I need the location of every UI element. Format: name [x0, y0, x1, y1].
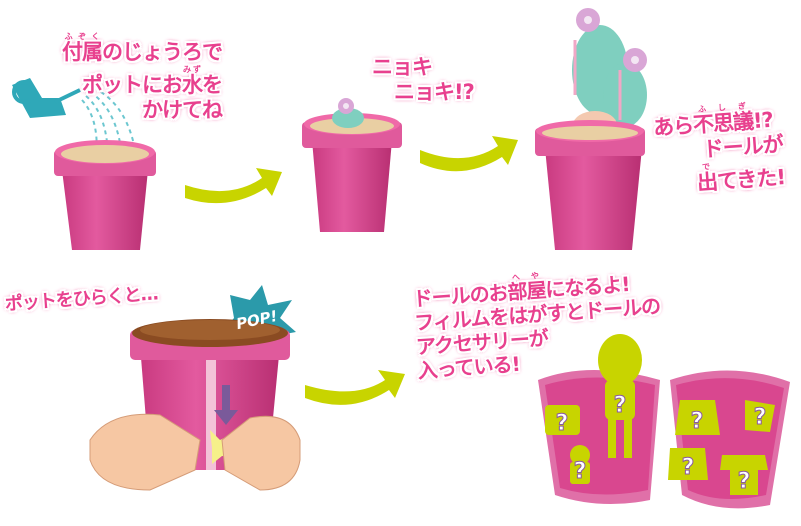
svg-text:?: ? [691, 409, 704, 434]
text: ポットにお [82, 73, 183, 97]
svg-text:?: ? [754, 405, 767, 430]
text: あら [652, 113, 694, 141]
arrow-icon [185, 168, 282, 204]
step2-caption: ニョキ ニョキ!? [372, 55, 475, 105]
arrow-icon [305, 370, 405, 405]
arrow-icon [420, 136, 518, 172]
svg-text:?: ? [738, 469, 751, 494]
ruby: みず [182, 65, 202, 74]
opening-pot [89, 319, 301, 491]
svg-text:?: ? [574, 459, 587, 484]
text: ニョキ [372, 55, 433, 79]
text: !? [752, 107, 774, 134]
text: 出 [696, 169, 718, 196]
text: のじょうろで [102, 40, 223, 64]
text: 水 [182, 73, 203, 97]
pot-with-sprout [302, 98, 402, 232]
accessory-silhouettes [545, 334, 775, 495]
step1-caption: 付属ふぞくのじょうろで ポットにお水みずを かけてね [62, 32, 223, 123]
ruby: ふぞく [62, 32, 102, 41]
svg-text:?: ? [556, 411, 569, 436]
svg-text:?: ? [614, 393, 627, 418]
text: を [202, 73, 223, 97]
question-mark-icons: ??? ???? [555, 393, 767, 495]
text: 属 [82, 40, 103, 64]
pot-with-soil [54, 140, 156, 250]
step3-caption: あら不思議ふしぎ!? ドールが 出でてきた! [652, 99, 786, 199]
pot-with-doll [535, 8, 647, 250]
text: てきた! [716, 165, 786, 194]
svg-text:?: ? [682, 455, 695, 480]
text: 付 [62, 40, 83, 64]
pop-burst-icon [220, 285, 296, 356]
ruby: で [695, 161, 717, 173]
text: かけてね [142, 98, 223, 122]
text: ニョキ!? [394, 80, 475, 104]
step5-caption: ドールのお部屋へやになるよ! フィルムをはがすとドールの アクセサリーが 入って… [411, 263, 664, 383]
